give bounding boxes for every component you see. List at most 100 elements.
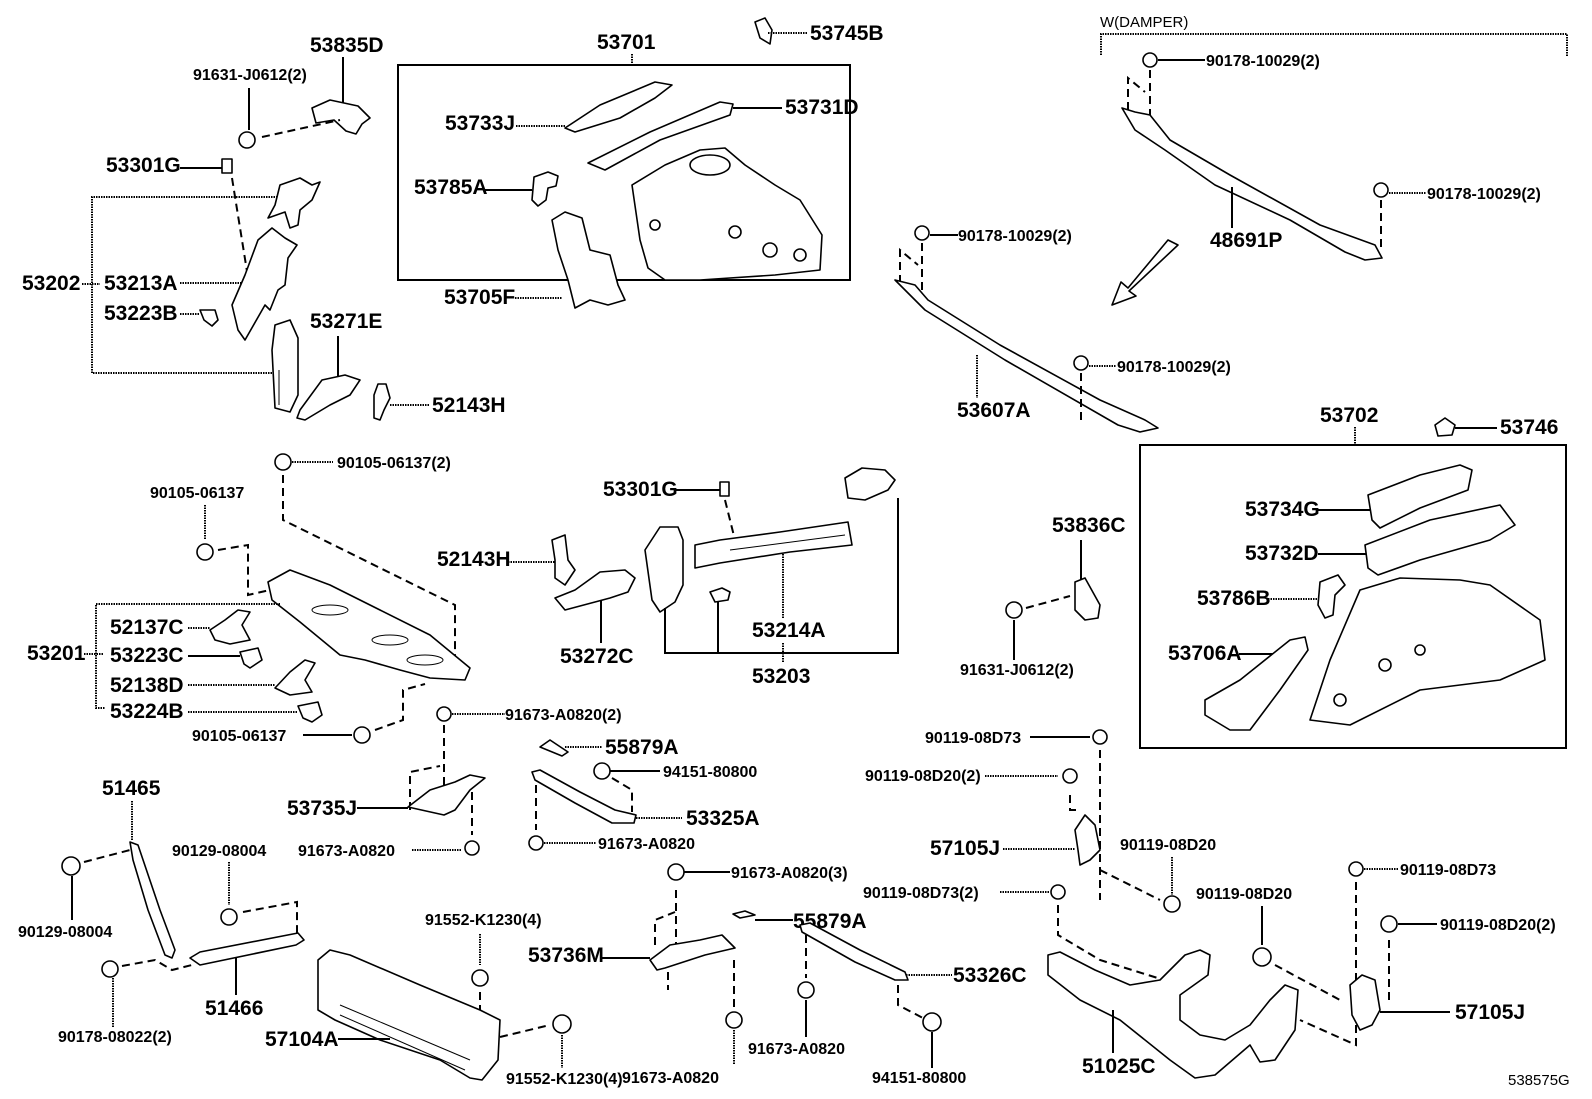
nut-icon[interactable]: [593, 762, 611, 780]
part-label-90119-08D20-2-a[interactable]: 90119-08D20(2): [865, 768, 981, 785]
part-label-53223B[interactable]: 53223B: [104, 302, 178, 325]
part-label-53203[interactable]: 53203: [752, 665, 810, 688]
part-label-53732D[interactable]: 53732D: [1245, 542, 1319, 565]
part-53214A[interactable]: [694, 521, 853, 569]
part-label-53735J[interactable]: 53735J: [287, 797, 357, 820]
part-label-94151-80800-b[interactable]: 94151-80800: [872, 1070, 966, 1087]
bolt-icon[interactable]: [725, 1011, 743, 1029]
part-upper-bracket-53203[interactable]: [844, 467, 896, 501]
part-label-94151-80800-a[interactable]: 94151-80800: [663, 764, 757, 781]
nut-icon[interactable]: [1142, 52, 1158, 68]
screw-icon[interactable]: [1005, 601, 1023, 619]
part-label-52137C[interactable]: 52137C: [110, 616, 184, 639]
bolt-icon[interactable]: [436, 706, 452, 722]
part-53786B[interactable]: [1317, 574, 1346, 619]
part-label-53835D[interactable]: 53835D: [310, 34, 384, 57]
part-label-53745B[interactable]: 53745B: [810, 22, 884, 45]
bolt-icon[interactable]: [552, 1014, 572, 1034]
part-label-57104A[interactable]: 57104A: [265, 1028, 339, 1051]
part-51465[interactable]: [129, 841, 176, 959]
part-label-91673-A0820-d[interactable]: 91673-A0820: [622, 1070, 719, 1087]
bolt-icon[interactable]: [1380, 915, 1398, 933]
part-label-90105-06137-2[interactable]: 90105-06137(2): [337, 455, 451, 472]
part-label-53701[interactable]: 53701: [597, 31, 656, 54]
part-53785A[interactable]: [531, 171, 559, 207]
part-label-53224B[interactable]: 53224B: [110, 700, 184, 723]
clip-53301G-mid[interactable]: [719, 481, 730, 497]
part-label-52143H-top[interactable]: 52143H: [432, 394, 506, 417]
part-53326C[interactable]: [799, 922, 909, 981]
part-label-53326C[interactable]: 53326C: [953, 964, 1027, 987]
part-label-90119-08D73-b[interactable]: 90119-08D73: [1400, 862, 1496, 879]
part-label-91673-A0820-c[interactable]: 91673-A0820: [748, 1041, 845, 1058]
bracket-53835D[interactable]: [311, 99, 371, 135]
bolt-icon[interactable]: [797, 981, 815, 999]
part-label-53746[interactable]: 53746: [1500, 416, 1558, 439]
bolt-icon[interactable]: [1092, 729, 1108, 745]
part-53223C[interactable]: [239, 647, 263, 669]
part-51025C[interactable]: [1047, 949, 1299, 1079]
part-53731D[interactable]: [587, 101, 734, 171]
part-53733J[interactable]: [564, 81, 673, 133]
part-label-90178-10029-2-b[interactable]: 90178-10029(2): [1427, 186, 1541, 203]
part-label-90178-08022-2[interactable]: 90178-08022(2): [58, 1029, 172, 1046]
part-label-51466[interactable]: 51466: [205, 997, 263, 1020]
part-lower-reinforcement[interactable]: [271, 319, 299, 413]
part-label-52138D[interactable]: 52138D: [110, 674, 184, 697]
nut-icon[interactable]: [1073, 355, 1089, 371]
part-57105J-a[interactable]: [1074, 814, 1101, 866]
part-label-48691P[interactable]: 48691P: [1210, 229, 1282, 252]
part-53224B[interactable]: [297, 701, 323, 723]
part-label-53301G-top[interactable]: 53301G: [106, 154, 181, 177]
part-52137C[interactable]: [209, 609, 251, 645]
part-label-90105-06137-b[interactable]: 90105-06137: [192, 728, 286, 745]
part-label-53325A[interactable]: 53325A: [686, 807, 760, 830]
part-label-53836C[interactable]: 53836C: [1052, 514, 1126, 537]
part-label-51465[interactable]: 51465: [102, 777, 161, 800]
part-label-90119-08D20-a[interactable]: 90119-08D20: [1120, 837, 1216, 854]
part-label-91631-J0612-2-top[interactable]: 91631-J0612(2): [193, 67, 307, 84]
part-label-90178-10029-2-d[interactable]: 90178-10029(2): [1117, 359, 1231, 376]
part-57105J-b[interactable]: [1349, 974, 1381, 1031]
part-53706A[interactable]: [1204, 636, 1309, 731]
bolt-icon[interactable]: [1062, 768, 1078, 784]
part-label-91552-K1230-4-b[interactable]: 91552-K1230(4): [506, 1071, 623, 1088]
part-label-53786B[interactable]: 53786B: [1197, 587, 1271, 610]
part-label-90105-06137-a[interactable]: 90105-06137: [150, 485, 244, 502]
part-reinforcement-53203[interactable]: [644, 526, 684, 613]
part-51466[interactable]: [189, 932, 305, 966]
part-53223B[interactable]: [199, 309, 219, 327]
part-53271E[interactable]: [296, 374, 361, 421]
part-53201-crossmember[interactable]: [267, 569, 471, 681]
part-53732D[interactable]: [1364, 504, 1516, 576]
part-52143H-top[interactable]: [373, 383, 391, 421]
part-55879A-a[interactable]: [539, 739, 569, 757]
part-53836C[interactable]: [1074, 577, 1101, 621]
part-label-53214A[interactable]: 53214A: [752, 619, 826, 642]
part-label-90119-08D73-2[interactable]: 90119-08D73(2): [863, 885, 979, 902]
part-label-53213A[interactable]: 53213A: [104, 272, 178, 295]
part-label-55879A-a[interactable]: 55879A: [605, 736, 679, 759]
bolt-icon[interactable]: [274, 453, 292, 471]
part-label-53607A[interactable]: 53607A: [957, 399, 1031, 422]
part-53746[interactable]: [1434, 417, 1456, 437]
part-52138D[interactable]: [274, 659, 316, 696]
part-label-53223C[interactable]: 53223C: [110, 644, 184, 667]
clip-53301G-top[interactable]: [221, 158, 233, 174]
bolt-icon[interactable]: [471, 969, 489, 987]
part-label-91673-A0820-a[interactable]: 91673-A0820: [598, 836, 695, 853]
part-label-91673-A0820-b[interactable]: 91673-A0820: [298, 843, 395, 860]
part-label-90119-08D20-2-b[interactable]: 90119-08D20(2): [1440, 917, 1556, 934]
bolt-icon[interactable]: [61, 856, 81, 876]
nut-icon[interactable]: [922, 1012, 942, 1032]
part-label-57105J-a[interactable]: 57105J: [930, 837, 1000, 860]
part-label-91673-A0820-3[interactable]: 91673-A0820(3): [731, 865, 848, 882]
bolt-icon[interactable]: [220, 908, 238, 926]
part-label-53731D[interactable]: 53731D: [785, 96, 859, 119]
part-53735J[interactable]: [407, 774, 486, 816]
part-label-53301G-mid[interactable]: 53301G: [603, 478, 678, 501]
part-label-53271E[interactable]: 53271E: [310, 310, 382, 333]
part-label-53785A[interactable]: 53785A: [414, 176, 488, 199]
part-label-53733J[interactable]: 53733J: [445, 112, 515, 135]
bolt-icon[interactable]: [1050, 884, 1066, 900]
